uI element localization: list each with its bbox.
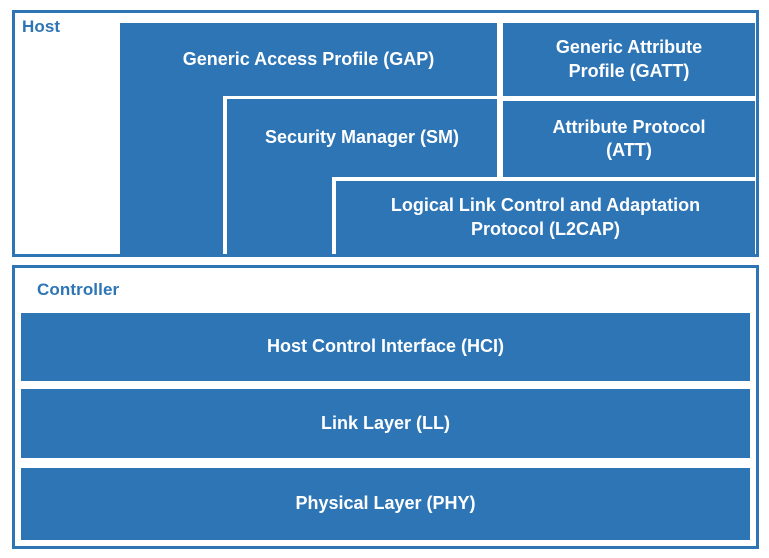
block-physical-layer: Physical Layer (PHY) bbox=[21, 468, 750, 540]
block-link-layer-label: Link Layer (LL) bbox=[320, 412, 450, 433]
block-generic-attribute-profile: Generic Attribute Profile (GATT) bbox=[503, 23, 755, 96]
block-security-manager-label: Security Manager (SM) bbox=[264, 127, 460, 148]
block-generic-attribute-profile-label: Generic Attribute Profile (GATT) bbox=[555, 37, 703, 81]
block-l2cap-label: Logical Link Control and Adaptation Prot… bbox=[390, 195, 701, 239]
block-l2cap: Logical Link Control and Adaptation Prot… bbox=[336, 181, 755, 254]
block-security-manager-header: Security Manager (SM) bbox=[227, 99, 497, 177]
block-host-control-interface-label: Host Control Interface (HCI) bbox=[266, 336, 504, 357]
block-host-control-interface: Host Control Interface (HCI) bbox=[21, 313, 750, 381]
host-group-label: Host bbox=[22, 17, 61, 36]
controller-group-label: Controller bbox=[37, 280, 120, 299]
block-attribute-protocol-label: Attribute Protocol (ATT) bbox=[552, 116, 706, 160]
block-physical-layer-label: Physical Layer (PHY) bbox=[295, 493, 476, 514]
block-link-layer: Link Layer (LL) bbox=[21, 389, 750, 458]
block-attribute-protocol: Attribute Protocol (ATT) bbox=[503, 101, 755, 177]
block-generic-access-profile-header: Generic Access Profile (GAP) bbox=[120, 23, 497, 96]
block-generic-access-profile-text: Generic Access Profile (GAP) bbox=[182, 48, 435, 69]
